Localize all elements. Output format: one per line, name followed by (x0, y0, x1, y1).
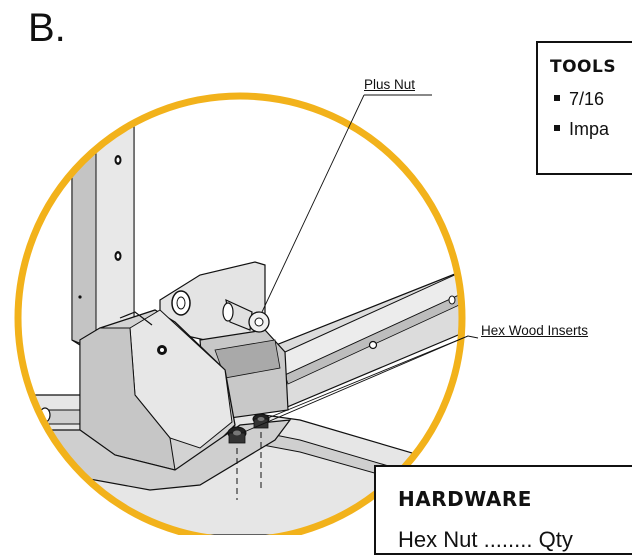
tools-title: TOOLS (550, 57, 617, 77)
plus-nut (222, 298, 270, 333)
tool-item-label: Impa (569, 119, 610, 139)
hex-wood-inserts-label: Hex Wood Inserts (481, 323, 589, 338)
tool-item-label: 7/16 (569, 89, 605, 109)
base-plate (39, 419, 292, 491)
hex-wood-insert-right (252, 413, 270, 429)
highlight-circle (14, 92, 466, 535)
plus-nut-leader (261, 94, 365, 313)
tool-item: 7/16 (554, 89, 604, 110)
plus-nut-label: Plus Nut (364, 77, 416, 92)
tools-box: TOOLS 7/16 Impa (536, 41, 632, 175)
detail-view (18, 96, 462, 535)
bullet-icon (554, 125, 560, 132)
tool-item: Impa (554, 119, 609, 140)
hardware-item: Hex Nut ........ Qty (398, 527, 573, 552)
hardware-box: HARDWARE Hex Nut ........ Qty (374, 465, 632, 555)
hex-wood-insert-left (227, 426, 247, 444)
step-letter: B. (28, 6, 66, 50)
assembly-illustration (14, 92, 479, 535)
bullet-icon (554, 95, 560, 102)
hardware-title: HARDWARE (398, 487, 532, 511)
